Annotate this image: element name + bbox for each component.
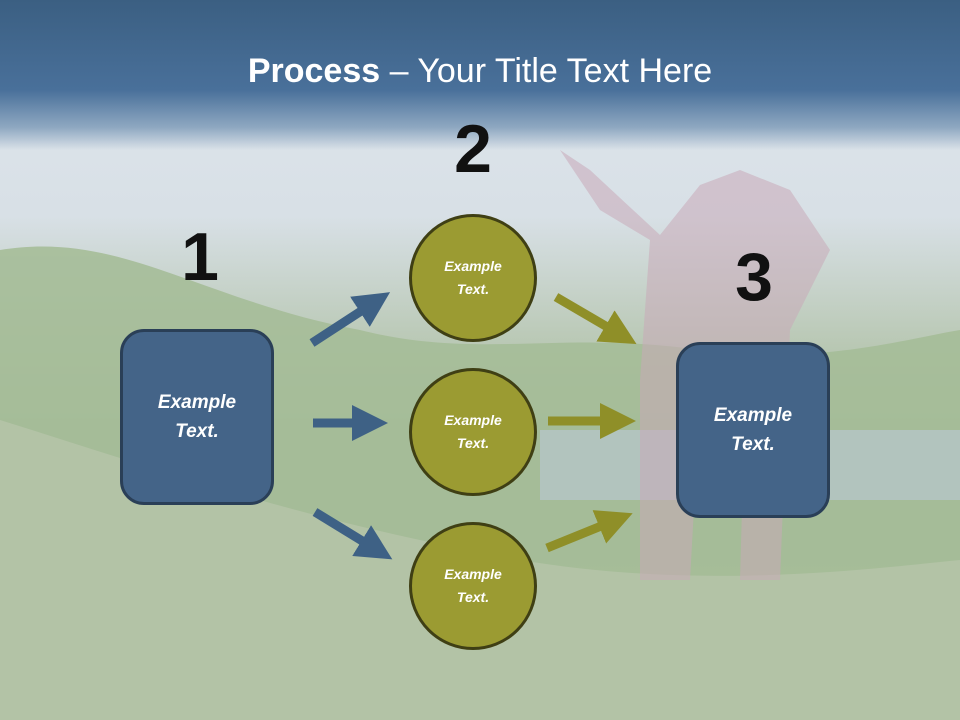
slide-title: Process – Your Title Text Here bbox=[247, 52, 713, 90]
step-number-2: 2 bbox=[454, 111, 492, 187]
step-number-3: 3 bbox=[735, 239, 773, 315]
step-number-1: 1 bbox=[181, 219, 219, 295]
arrow-to-circle-1 bbox=[309, 292, 391, 347]
arrow-to-circle-3 bbox=[312, 508, 393, 560]
arrow-from-circle-1 bbox=[553, 293, 637, 345]
arrow-from-circle-3 bbox=[545, 510, 633, 553]
title-bar bbox=[0, 0, 960, 150]
